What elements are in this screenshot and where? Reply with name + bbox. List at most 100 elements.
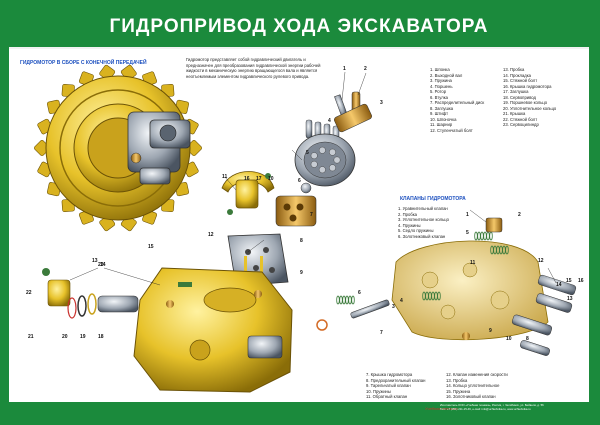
legend-item: 22. Стяжной болт [503,116,538,122]
hydromotor-block-illustration [127,111,191,185]
legend-item: 16. Золотниковый клапан [446,394,496,399]
callout-number: 3 [380,100,383,106]
legend-item: 17. Заглушка [503,89,529,94]
yoke-illustration [221,171,275,215]
spring-coil [489,231,493,241]
spring-coil [345,295,349,305]
callout-number: 8 [526,336,529,342]
frame-right [589,0,600,425]
callout-number: 9 [489,328,492,334]
legend-item: 3. Пружина [430,78,452,83]
legend-item: 11. Шарнир [430,122,453,127]
legend-item: 9. Штифт [430,111,449,116]
section-heading-motor: ГИДРОМОТОР В СБОРЕ С КОНЕЧНОЙ ПЕРЕДАЧЕЙ [20,60,147,66]
callout-number: 3 [392,304,395,310]
legend-item: 2. Пробка [398,211,417,217]
legend-item: 23. Сервоцилиндр [503,122,539,127]
frame-bottom [0,402,600,425]
callout-number: 6 [358,290,361,296]
rotor-bore [333,156,341,164]
legend-item: 20. Уплотнительное кольцо [503,105,557,111]
spring-coil [336,295,340,305]
callout-number: 11 [222,174,228,180]
title-bar: ГИДРОПРИВОД ХОДА ЭКСКАВАТОРА [9,6,589,49]
callout-number: 11 [470,260,476,266]
legend-item: 12. Ступенчатый болт [430,127,473,133]
valve-springs-illustration [316,217,509,340]
callout-number: 22 [26,290,32,296]
callout-number: 17 [256,176,262,182]
legend-item: 5. Ротор [430,89,447,94]
callout-number: 15 [566,278,572,284]
legend-item: 7. Распределительный диск [430,100,485,105]
footer-credits: Изготовитель ООО «Учебная техника», Росс… [440,403,590,411]
callout-number: 1 [466,212,469,218]
callout-number: 13 [567,296,573,302]
valves-housing-illustration [391,240,549,341]
legend-item: 13. Пробка [446,377,468,383]
callout-number: 13 [92,258,98,264]
legend-item: 1. Шпонка [430,67,450,72]
spring-coil [483,231,487,241]
rotor-bore [329,164,336,172]
callout-number: 6 [298,178,301,184]
callout-number: 4 [328,118,331,124]
legend-item: 14. Прокладка [503,72,531,78]
legend-item: 8. Предохранительный клапан [366,377,426,383]
callout-number: 1 [343,66,346,72]
callout-number: 2 [364,66,367,72]
legend-item: 18. Сервопривод [503,94,536,100]
distributor-disc-illustration [275,195,317,227]
spring-coil [348,295,352,305]
legend-item: 3. Уплотнительное кольцо [398,217,449,222]
piston [305,119,313,139]
legend-item: 2. Выходной вал [430,72,463,78]
callout-number: 2 [518,212,521,218]
legend-item: 13. Пробка [503,67,525,72]
callout-number: 7 [380,330,383,336]
spring-coil [480,231,484,241]
legend-item: 8. Заглушка [430,105,454,111]
spring-coil [351,295,355,305]
spring-coil [486,231,490,241]
legend-item: 6. Втулка [430,94,448,100]
callout-number: 5 [306,150,309,156]
servo-parts-illustration [42,268,139,319]
spool-valves-illustration [511,274,577,356]
callout-number: 5 [466,230,469,236]
callout-number: 7 [310,212,313,218]
callout-number: 15 [148,244,154,250]
callout-number: 10 [268,176,274,182]
legend-item: 1. Уравнительный клапан [398,206,448,211]
motor-cover-illustration [133,267,293,393]
callout-number: 18 [98,334,104,340]
callout-number: 12 [538,258,544,264]
rotor-bore [329,148,336,156]
spring-coil [339,295,343,305]
callout-number: 14 [100,262,106,268]
legend-item: 14. Кольцо уплотнительное [446,383,500,388]
legend-item: 10. Шпоночка [430,116,457,122]
callout-number: 16 [578,278,584,284]
spring-coil [437,291,441,301]
legend-item: 5. Седло пружины [398,228,434,233]
callout-number: 14 [556,282,562,288]
spring-coil [474,231,478,241]
callout-number: 4 [400,298,403,304]
rotor-bore [310,160,318,168]
spring-coil [477,231,481,241]
callout-number: 19 [80,334,86,340]
legend-item: 21. Крышка [503,111,526,116]
legend-item: 19. Поршневое кольцо [503,100,548,105]
page-title: ГИДРОПРИВОД ХОДА ЭКСКАВАТОРА [109,16,489,37]
rotor-bore [318,146,326,154]
footer-contacts: Тел.: +7 (351) 211-15-46, e-mail: info@u… [440,406,531,411]
frame-left [0,0,9,425]
callout-number: 10 [506,336,512,342]
